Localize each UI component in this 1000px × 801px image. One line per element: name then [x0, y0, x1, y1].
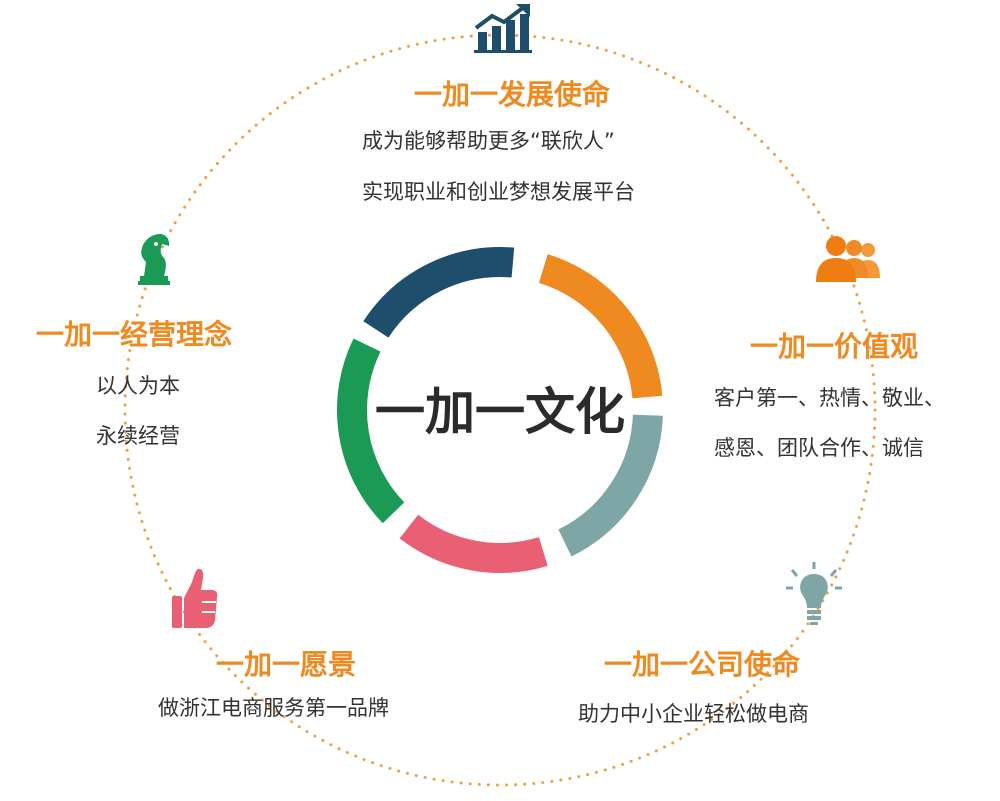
values-line-2: 感恩、团队合作、诚信	[714, 436, 924, 460]
lightbulb-icon	[786, 562, 842, 625]
mission-dev-line-2: 实现职业和创业梦想发展平台	[362, 180, 635, 204]
vision-line-1: 做浙江电商服务第一品牌	[158, 696, 389, 720]
ring-segment-green	[337, 338, 405, 524]
values-title: 一加一价值观	[750, 330, 919, 363]
mission-dev-title: 一加一发展使命	[414, 78, 611, 111]
ring-segment-orange	[538, 254, 663, 399]
company-mission-title: 一加一公司使命	[604, 648, 801, 681]
ring-segment-navy	[363, 247, 515, 338]
philosophy-line-1: 以人为本	[96, 374, 180, 398]
philosophy-title: 一加一经营理念	[36, 318, 233, 351]
people-group-icon	[816, 236, 880, 282]
thumbs-up-icon	[172, 568, 218, 628]
growth-chart-icon	[474, 4, 532, 53]
company-mission-line-1: 助力中小企业轻松做电商	[578, 702, 809, 726]
chess-knight-icon	[138, 234, 170, 285]
center-title: 一加一文化	[375, 383, 625, 441]
ring-segment-teal	[558, 414, 663, 557]
center-ring	[337, 247, 663, 573]
philosophy-line-2: 永续经营	[96, 424, 180, 448]
vision-title: 一加一愿景	[216, 648, 357, 681]
mission-dev-line-1: 成为能够帮助更多“联欣人”	[362, 129, 615, 153]
values-line-1: 客户第一、热情、敬业、	[714, 386, 945, 410]
ring-segment-pink	[399, 514, 548, 573]
